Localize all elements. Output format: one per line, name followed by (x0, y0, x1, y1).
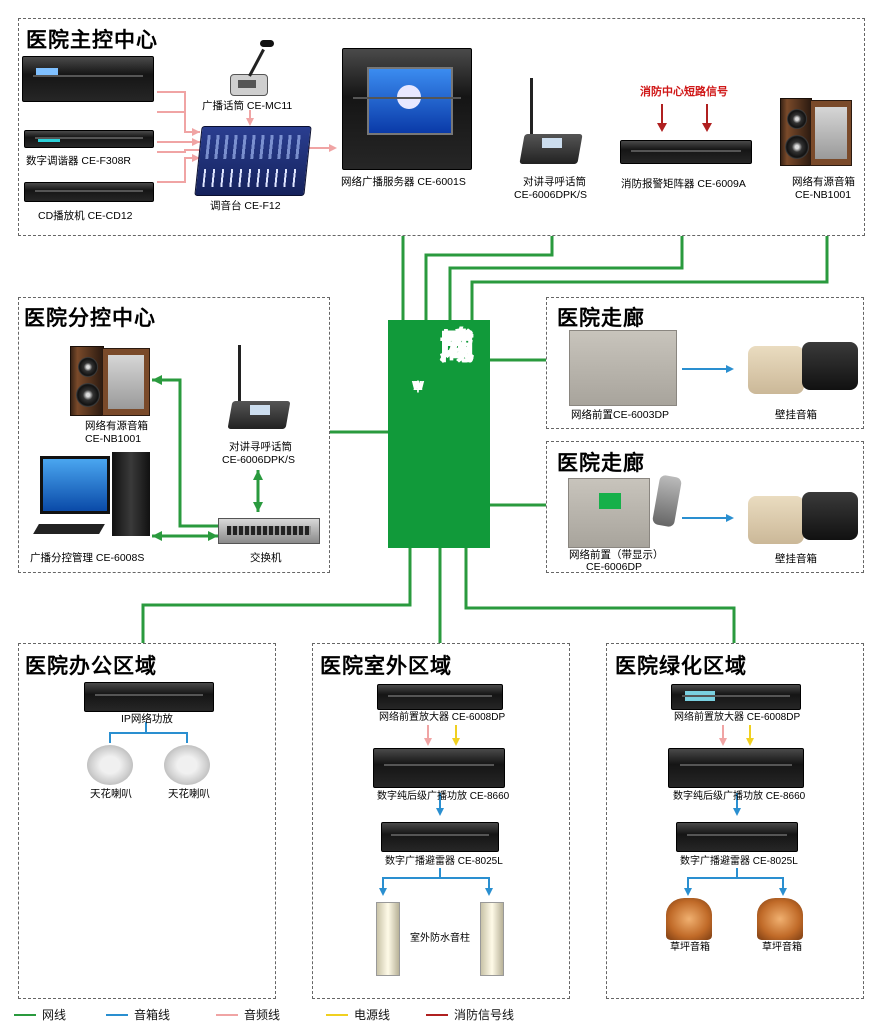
management-pc-label: 广播分控管理 CE-6008S (30, 552, 145, 564)
wall-speaker-1-icon (748, 340, 860, 396)
wan-char: L (414, 378, 422, 393)
main-center-title: 医院主控中心 (26, 28, 158, 52)
lawn-speaker-2-label: 草坪音箱 (762, 942, 802, 953)
outdoor-column-label: 室外防水音柱 (410, 933, 470, 944)
outdoor-title: 医院室外区域 (320, 654, 452, 678)
network-pre-6003-icon (569, 330, 677, 406)
network-pre-6006-label-2: CE-6006DP (586, 561, 643, 573)
network-speaker-sub-icon (70, 346, 104, 416)
wall-speaker-1-label: 壁挂音箱 (775, 409, 817, 421)
sub-center-title: 医院分控中心 (24, 306, 156, 330)
wan-char: W (411, 378, 425, 393)
lan-char: 域 (439, 328, 475, 368)
ceiling-speaker-2-label: 天花喇叭 (168, 788, 210, 800)
management-pc-icon (33, 452, 154, 548)
broadcast-mic-icon (222, 40, 302, 98)
network-pre-6003-label: 网络前置CE-6003DP (571, 409, 670, 421)
network-pre-6006-icon (568, 478, 650, 548)
tuner-label: 数字调谐器 CE-F308R (26, 155, 132, 167)
fire-matrix-icon (620, 140, 752, 164)
lan-char: 网 (439, 328, 475, 368)
network-speaker-main-label-1: 网络有源音箱 (792, 176, 855, 188)
green-power-amp-label: 数字纯后级广播功放 CE-8660 (673, 791, 806, 802)
network-speaker-sub-label-2: CE-NB1001 (85, 433, 142, 445)
lawn-speaker-1-icon (666, 898, 712, 940)
intercom-main-icon (518, 78, 584, 170)
wan-char: N (413, 378, 423, 393)
green-lightning-label: 数字广播避雷器 CE-8025L (680, 856, 798, 867)
tuner-device-icon (24, 130, 154, 148)
intercom-main-label-1: 对讲寻呼话筒 (523, 176, 586, 188)
green-pre-amp-icon (671, 684, 801, 710)
network-speaker-main-label-2: CE-NB1001 (795, 189, 852, 201)
corridor1-title: 医院走廊 (557, 306, 645, 330)
cd-player-icon (24, 182, 154, 202)
corridor2-title: 医院走廊 (557, 451, 645, 475)
tuner-top-device-icon (22, 56, 154, 102)
green-power-amp-icon (668, 748, 804, 788)
green-title: 医院绿化区域 (615, 654, 747, 678)
intercom-sub-label-2: CE-6006DPK/S (222, 454, 295, 466)
legend-fire-label: 消防信号线 (454, 1008, 515, 1022)
green-pre-amp-label: 网络前置放大器 CE-6008DP (674, 712, 801, 723)
broadcast-server-label: 网络广播服务器 CE-6001S (341, 176, 466, 188)
lan-char: 网 (439, 328, 475, 368)
legend-speaker-line (106, 1014, 128, 1016)
intercom-main-label-2: CE-6006DPK/S (514, 189, 587, 201)
lawn-speaker-1-label: 草坪音箱 (670, 942, 710, 953)
network-speaker-main-icon (780, 98, 812, 166)
intercom-sub-label-1: 对讲寻呼话筒 (229, 441, 292, 453)
legend-audio-line (216, 1014, 238, 1016)
mixer-label: 调音台 CE-F12 (210, 200, 281, 212)
legend-audio-label: 音频线 (244, 1008, 281, 1022)
wall-speaker-2-icon (748, 490, 860, 546)
outdoor-pre-amp-label: 网络前置放大器 CE-6008DP (379, 712, 506, 723)
outdoor-power-amp-icon (373, 748, 505, 788)
ceiling-speaker-2-icon (164, 745, 210, 785)
wan-char: | (416, 378, 420, 393)
ip-amp-label: IP网络功放 (121, 713, 173, 725)
fire-signal-label: 消防中心短路信号 (640, 86, 728, 98)
lan-char: 局 (439, 328, 475, 368)
legend-fire-line (426, 1014, 448, 1016)
broadcast-mic-label: 广播话筒 CE-MC11 (202, 100, 293, 112)
legend-power-line (326, 1014, 348, 1016)
legend-speaker-label: 音箱线 (134, 1008, 171, 1022)
wall-speaker-2-label: 壁挂音箱 (775, 553, 817, 565)
wan-char: A (413, 378, 423, 393)
lan-char: / (450, 321, 464, 361)
network-core-box (388, 320, 490, 548)
legend-network-line (14, 1014, 36, 1016)
wan-char: N (413, 378, 423, 393)
broadcast-server-icon (342, 48, 472, 170)
network-speaker-sub-side-icon (102, 348, 150, 416)
switch-label: 交换机 (250, 552, 282, 564)
intercom-sub-icon (226, 345, 292, 435)
network-speaker-sub-label-1: 网络有源音箱 (85, 420, 148, 432)
legend-power-label: 电源线 (354, 1008, 391, 1022)
switch-icon (218, 518, 320, 544)
outdoor-lightning-icon (381, 822, 499, 852)
cd-player-label: CD播放机 CE-CD12 (38, 210, 133, 222)
green-lightning-icon (676, 822, 798, 852)
lan-char: 广 (439, 328, 475, 368)
outdoor-column-1-icon (376, 902, 400, 976)
network-speaker-main-side-icon (810, 100, 852, 166)
outdoor-power-amp-label: 数字纯后级广播功放 CE-8660 (377, 791, 510, 802)
fire-matrix-label: 消防报警矩阵器 CE-6009A (621, 178, 746, 190)
lawn-speaker-2-icon (757, 898, 803, 940)
outdoor-pre-amp-icon (377, 684, 503, 710)
outdoor-column-2-icon (480, 902, 504, 976)
mixer-icon (194, 126, 312, 196)
ip-amp-icon (84, 682, 214, 712)
office-title: 医院办公区域 (25, 654, 157, 678)
legend-network-label: 网线 (42, 1008, 67, 1022)
outdoor-lightning-label: 数字广播避雷器 CE-8025L (385, 856, 503, 867)
ceiling-speaker-1-label: 天花喇叭 (90, 788, 132, 800)
lan-char: 域 (439, 328, 475, 368)
wan-char: A (413, 378, 423, 393)
network-pre-6006-label-1: 网络前置（带显示） (569, 549, 664, 561)
ceiling-speaker-1-icon (87, 745, 133, 785)
